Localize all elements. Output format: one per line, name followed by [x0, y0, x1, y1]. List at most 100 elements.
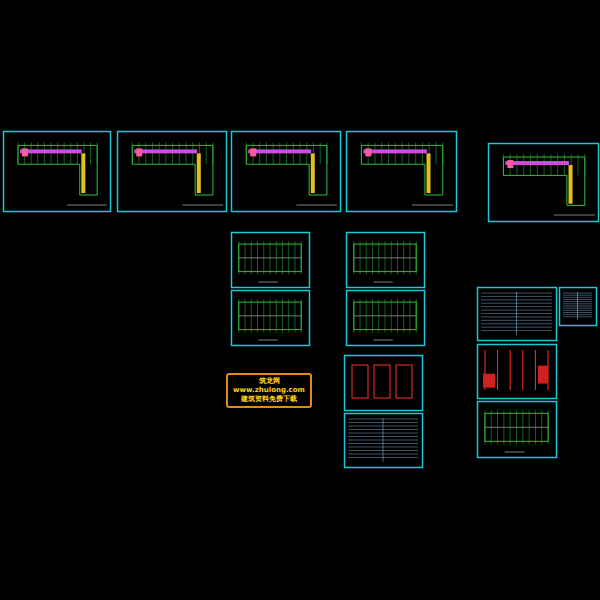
- watermark-text: 建筑资料免费下载: [241, 395, 297, 404]
- grid-line: [416, 299, 417, 333]
- grid-line: [276, 299, 277, 333]
- room-fill: [427, 153, 431, 193]
- riser-line: [510, 350, 511, 390]
- grid-line: [246, 142, 247, 164]
- grid-line: [442, 142, 443, 164]
- table-line: [383, 418, 384, 462]
- grid-line: [541, 410, 542, 444]
- riser-line: [522, 350, 523, 390]
- grid-line: [436, 142, 437, 164]
- title-line: [412, 205, 453, 206]
- grid-line: [263, 241, 264, 275]
- plan-outline: [18, 145, 97, 195]
- panel-fill: [483, 374, 495, 388]
- grid-line: [353, 241, 354, 275]
- grid-line: [90, 142, 91, 164]
- room-fill: [134, 149, 197, 153]
- title-line: [258, 340, 278, 341]
- grid-line: [132, 142, 133, 164]
- title-line: [373, 340, 393, 341]
- grid-line: [409, 299, 410, 333]
- grid-line: [245, 299, 246, 333]
- grid-line: [238, 299, 239, 333]
- watermark-text: 筑龙网: [259, 377, 280, 386]
- room-fill: [248, 149, 311, 153]
- grid-line: [385, 299, 386, 333]
- grid-line: [403, 241, 404, 275]
- grid-line: [361, 142, 362, 164]
- grid-line: [326, 142, 327, 164]
- grid-line: [251, 241, 252, 275]
- sheet-frame: [232, 233, 310, 288]
- grid-line: [510, 410, 511, 444]
- grid-line: [497, 410, 498, 444]
- grid-line: [403, 299, 404, 333]
- sheet-frame: [347, 132, 457, 212]
- grid-line: [288, 241, 289, 275]
- grid-line: [535, 410, 536, 444]
- grid-line: [257, 299, 258, 333]
- grid-line: [276, 241, 277, 275]
- grid-line: [206, 142, 207, 164]
- grid-line: [548, 410, 549, 444]
- grid-line: [288, 299, 289, 333]
- grid-line: [270, 299, 271, 333]
- grid-line: [238, 241, 239, 275]
- grid-line: [97, 142, 98, 164]
- grid-line: [391, 299, 392, 333]
- room-fill: [365, 148, 371, 156]
- sheet-frame: [4, 132, 111, 212]
- title-line: [296, 205, 337, 206]
- grid-line: [529, 410, 530, 444]
- grid-line: [378, 241, 379, 275]
- title-line: [554, 215, 595, 216]
- grid-line: [245, 241, 246, 275]
- table-line: [577, 292, 578, 320]
- grid-line: [397, 299, 398, 333]
- sheet-frame: [489, 144, 599, 222]
- grid-line: [263, 299, 264, 333]
- plan-outline: [246, 145, 327, 195]
- grid-line: [416, 241, 417, 275]
- grid-line: [301, 299, 302, 333]
- box-outline: [396, 365, 412, 398]
- grid-line: [397, 241, 398, 275]
- grid-line: [522, 410, 523, 444]
- room-fill: [81, 153, 85, 193]
- grid-line: [294, 241, 295, 275]
- grid-line: [516, 410, 517, 444]
- sheet-frame: [232, 291, 310, 346]
- grid-line: [391, 241, 392, 275]
- grid-line: [17, 142, 18, 164]
- sheet-frame: [560, 288, 597, 326]
- grid-line: [409, 241, 410, 275]
- riser-line: [535, 350, 536, 390]
- sheet-frame: [347, 233, 425, 288]
- grid-line: [503, 154, 504, 175]
- grid-line: [584, 154, 585, 175]
- grid-line: [353, 299, 354, 333]
- title-line: [505, 452, 525, 453]
- room-fill: [20, 149, 82, 153]
- room-fill: [250, 148, 256, 156]
- grid-line: [270, 241, 271, 275]
- room-fill: [363, 149, 426, 153]
- watermark-box: 筑龙网www.zhulong.com建筑资料免费下载: [226, 373, 312, 408]
- grid-line: [484, 410, 485, 444]
- title-line: [67, 205, 107, 206]
- riser-line: [497, 350, 498, 390]
- grid-line: [366, 299, 367, 333]
- room-fill: [507, 160, 513, 168]
- room-fill: [505, 161, 568, 165]
- room-fill: [311, 153, 315, 193]
- grid-line: [378, 299, 379, 333]
- room-fill: [197, 153, 201, 193]
- sheet-frame: [478, 402, 557, 458]
- sheet-frame: [347, 291, 425, 346]
- watermark-text: www.zhulong.com: [233, 386, 305, 395]
- grid-line: [282, 241, 283, 275]
- title-line: [258, 282, 278, 283]
- plan-outline: [361, 145, 442, 195]
- grid-line: [257, 241, 258, 275]
